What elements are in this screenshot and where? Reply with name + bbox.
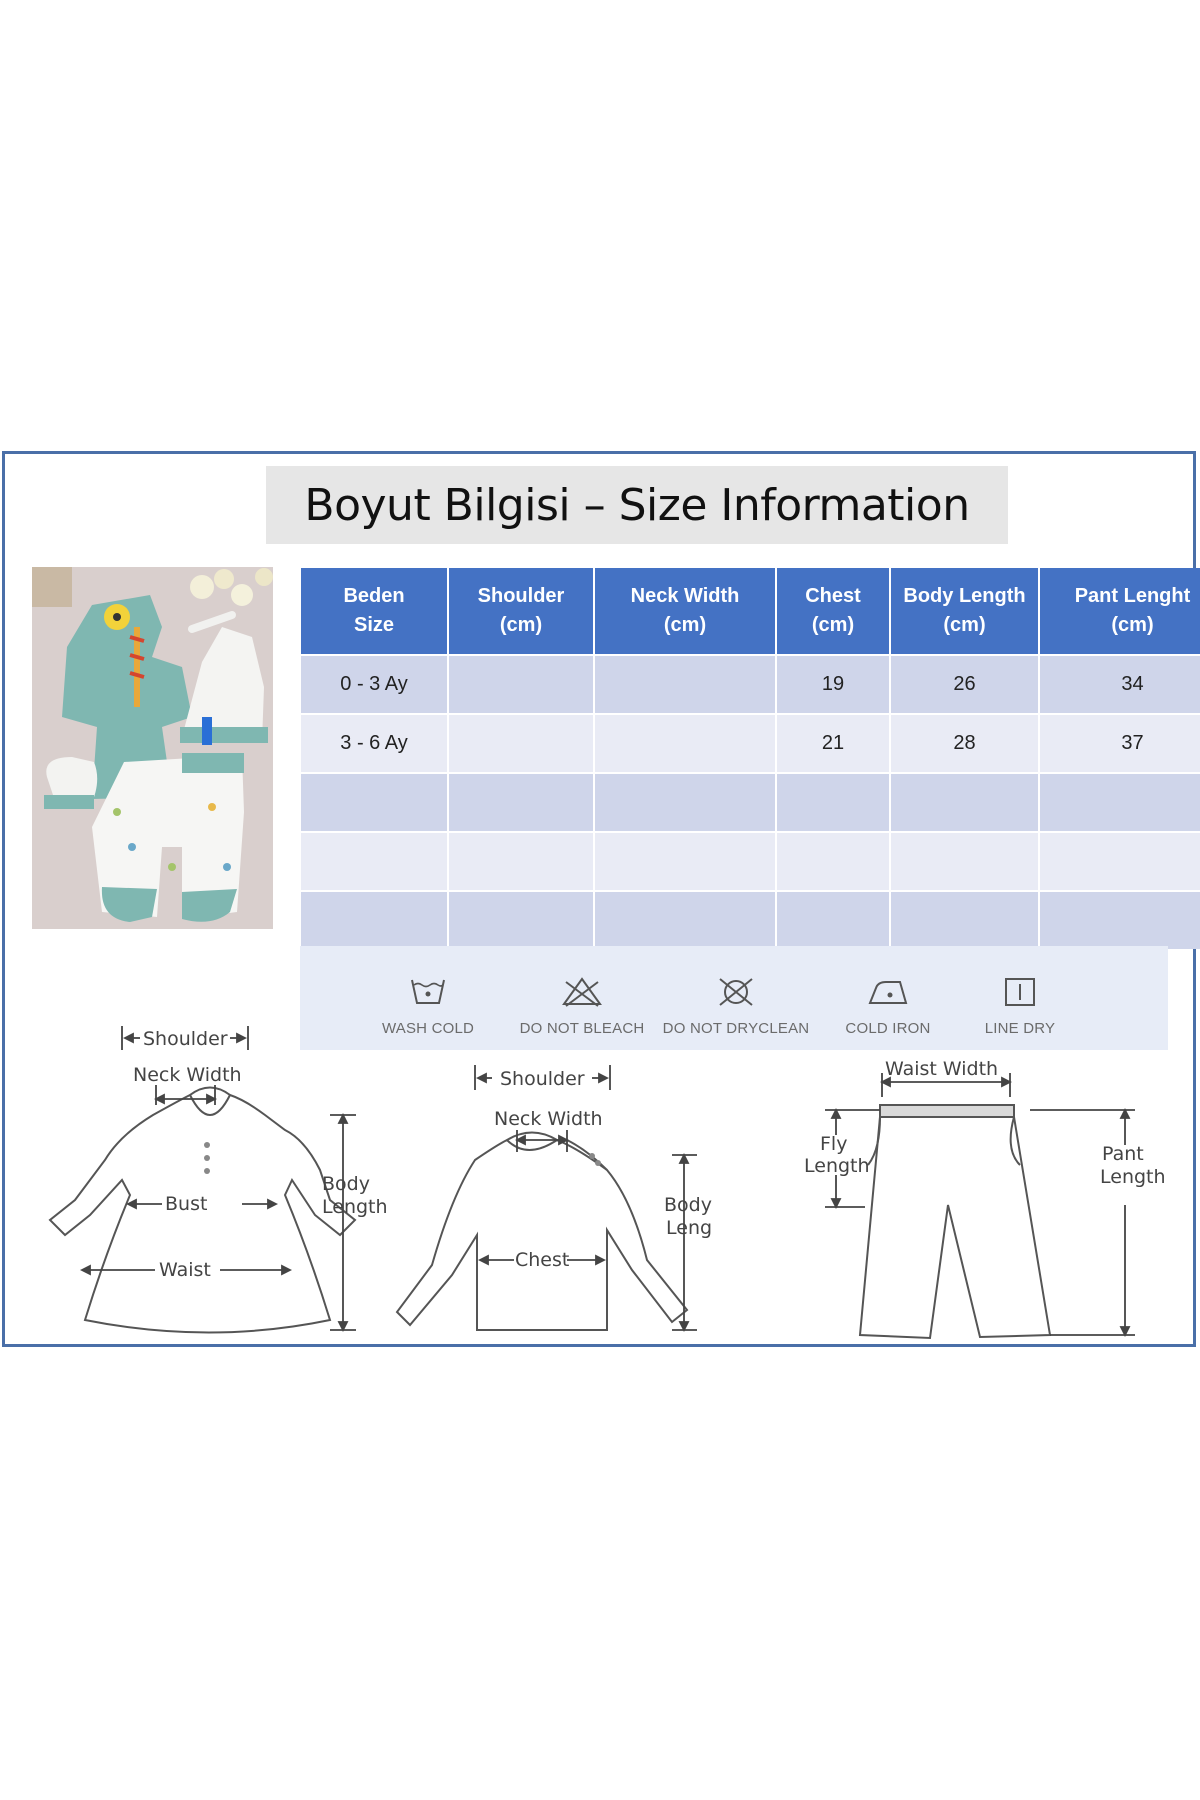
dress-shoulder-label: Shoulder <box>143 1028 228 1050</box>
cold-iron-icon <box>868 981 908 1004</box>
dress-length-label: Length <box>322 1196 388 1218</box>
table-cell <box>448 772 595 832</box>
table-row <box>301 831 1200 891</box>
table-cell <box>890 890 1040 949</box>
table-cell <box>448 713 595 773</box>
table-cell: 34 <box>1039 654 1200 714</box>
table-cell <box>890 772 1040 832</box>
table-cell <box>448 831 595 891</box>
table-cell <box>594 713 777 773</box>
table-cell <box>448 890 595 949</box>
table-cell: 26 <box>890 654 1040 714</box>
pants-fly-label: Fly <box>820 1133 847 1155</box>
header-neck-width: Neck Width(cm) <box>594 568 777 655</box>
dress-body-label: Body <box>322 1173 370 1195</box>
care-label: WASH COLD <box>381 1020 475 1037</box>
table-cell <box>301 890 449 949</box>
dress-bust-label: Bust <box>165 1193 207 1215</box>
dress-waist-label: Waist <box>159 1259 211 1281</box>
table-row <box>301 772 1200 832</box>
table-cell: 37 <box>1039 713 1200 773</box>
header-body-length: Body Length(cm) <box>890 568 1040 655</box>
shirt-measurement-diagram: Shoulder Neck Width Chest Body Length <box>395 1065 712 1333</box>
table-cell <box>776 831 891 891</box>
table-cell <box>301 772 449 832</box>
table-cell <box>594 831 777 891</box>
care-item-cold-iron: COLD IRON <box>808 946 968 1037</box>
pants-measurement-diagram: Waist Width Fly Length Pant Length <box>804 1058 1166 1340</box>
table-cell <box>448 654 595 714</box>
care-label: DO NOT DRYCLEAN <box>662 1020 810 1037</box>
pants-waist-width-label: Waist Width <box>885 1058 998 1080</box>
table-cell: 19 <box>776 654 891 714</box>
shirt-shoulder-label: Shoulder <box>500 1068 585 1090</box>
header-pant-length: Pant Lenght(cm) <box>1039 568 1200 655</box>
table-cell: 21 <box>776 713 891 773</box>
table-cell <box>890 831 1040 891</box>
wash-cold-icon <box>411 979 445 1004</box>
header-chest: Chest(cm) <box>776 568 891 655</box>
pants-pant-length-label: Length <box>1100 1166 1166 1188</box>
care-item-line-dry: LINE DRY <box>940 946 1100 1037</box>
table-cell <box>1039 772 1200 832</box>
care-item-do-not-dryclean: DO NOT DRYCLEAN <box>656 946 816 1037</box>
dress-measurement-diagram: Shoulder Neck Width Bust Waist Body Leng… <box>48 1026 388 1334</box>
table-row: 0 - 3 Ay 19 26 34 <box>301 654 1200 714</box>
table-cell <box>1039 890 1200 949</box>
shirt-neck-width-label: Neck Width <box>494 1108 603 1130</box>
shirt-length-label: Length <box>666 1217 712 1239</box>
title-banner: Boyut Bilgisi – Size Information <box>266 466 1008 544</box>
pants-fly-length-label: Length <box>804 1155 870 1177</box>
do-not-bleach-icon <box>562 977 602 1007</box>
care-instructions: WASH COLD DO NOT BLEACH DO NOT DRYCLEAN … <box>300 946 1168 1050</box>
page-title: Boyut Bilgisi – Size Information <box>304 479 970 531</box>
pants-pant-label: Pant <box>1102 1143 1144 1165</box>
care-label: DO NOT BLEACH <box>519 1020 645 1037</box>
table-cell: 28 <box>890 713 1040 773</box>
product-photo <box>32 567 273 929</box>
table-cell <box>594 772 777 832</box>
shirt-chest-label: Chest <box>515 1249 569 1271</box>
shirt-body-label: Body <box>664 1194 712 1216</box>
care-item-do-not-bleach: DO NOT BLEACH <box>502 946 662 1037</box>
care-label: COLD IRON <box>845 1020 931 1037</box>
do-not-dryclean-icon <box>719 978 753 1006</box>
table-cell: 0 - 3 Ay <box>301 654 449 714</box>
table-cell <box>301 831 449 891</box>
dress-neck-width-label: Neck Width <box>133 1064 242 1086</box>
table-cell <box>776 772 891 832</box>
table-cell: 3 - 6 Ay <box>301 713 449 773</box>
care-item-wash-cold: WASH COLD <box>348 946 508 1037</box>
table-cell <box>776 890 891 949</box>
line-dry-icon <box>1005 978 1035 1006</box>
care-label: LINE DRY <box>984 1020 1056 1037</box>
table-row: 3 - 6 Ay 21 28 37 <box>301 713 1200 773</box>
table-row <box>301 890 1200 949</box>
header-shoulder: Shoulder(cm) <box>448 568 595 655</box>
table-cell <box>594 890 777 949</box>
table-cell <box>594 654 777 714</box>
table-cell <box>1039 831 1200 891</box>
